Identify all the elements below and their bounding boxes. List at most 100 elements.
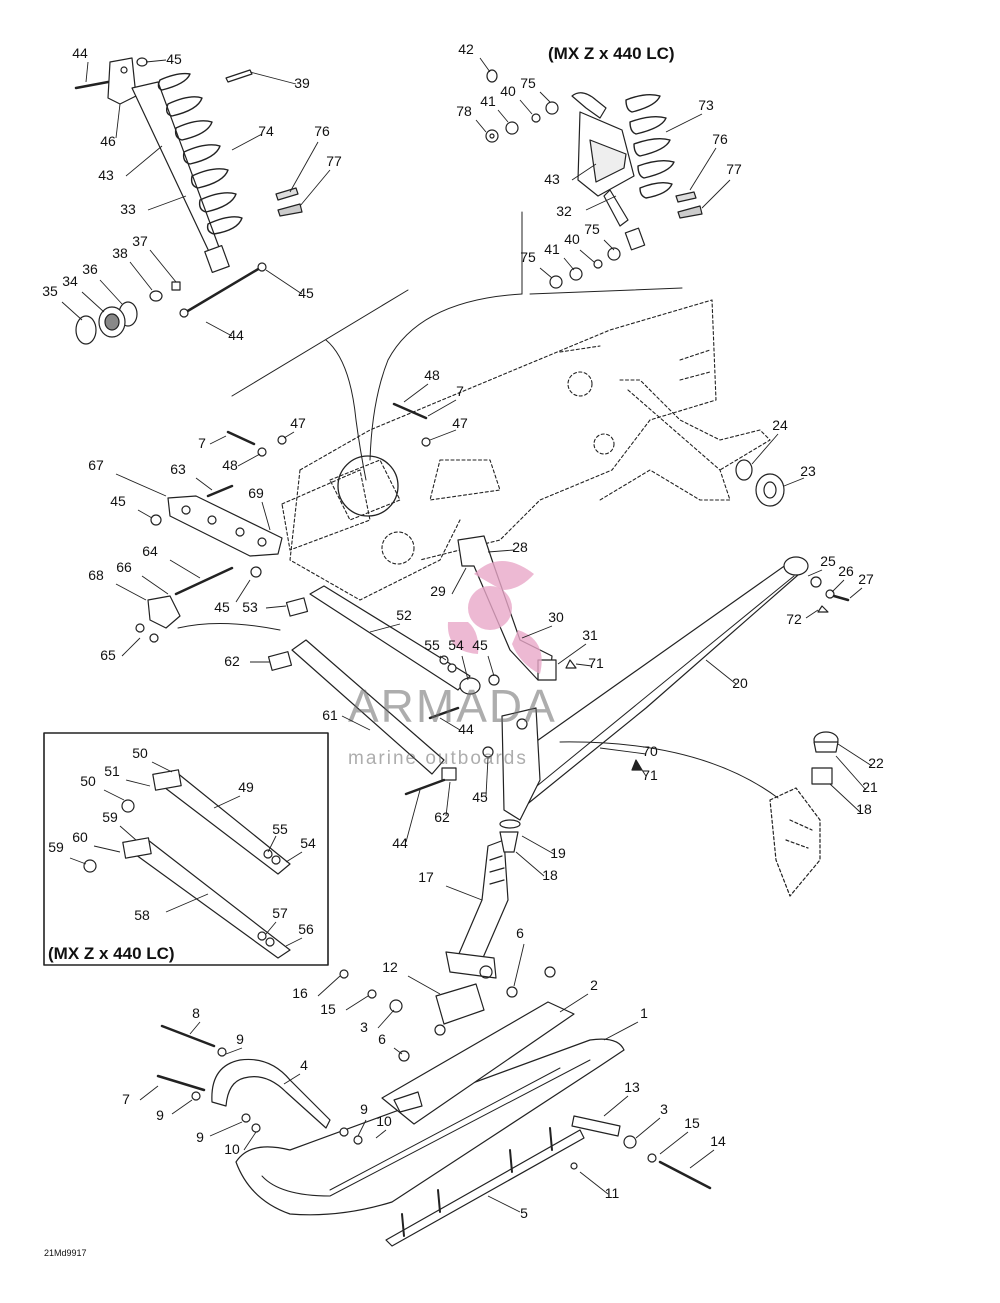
- callout-leader: [69, 857, 87, 865]
- callout-label: 59: [102, 809, 118, 825]
- callout-leader: [445, 781, 451, 817]
- callout-leader: [445, 885, 483, 901]
- callout-label: 56: [298, 921, 314, 937]
- callout-label: 75: [520, 75, 536, 91]
- callout-c76a: 76: [289, 123, 330, 193]
- callout-leader: [659, 1131, 689, 1155]
- callout-c16: 16: [292, 975, 341, 1001]
- callout-leader: [137, 509, 153, 519]
- callout-leader: [99, 279, 123, 305]
- callout-leader: [689, 1149, 715, 1169]
- callout-c47a: 47: [429, 415, 468, 441]
- callout-label: 55: [272, 821, 288, 837]
- callout-c43b: 43: [544, 163, 597, 187]
- callout-c45f: 45: [472, 757, 489, 805]
- callout-label: 8: [192, 1005, 200, 1021]
- assembly-leaders: [231, 211, 683, 481]
- callout-label: 17: [418, 869, 434, 885]
- callout-label: 44: [458, 721, 474, 737]
- callout-c36: 36: [82, 261, 123, 305]
- callout-label: 48: [222, 457, 238, 473]
- callout-leader: [237, 453, 261, 467]
- callout-label: 45: [472, 789, 488, 805]
- callout-label: 62: [434, 809, 450, 825]
- callout-c7a: 7: [427, 383, 464, 417]
- callout-label: 64: [142, 543, 158, 559]
- callout-leader: [377, 1009, 395, 1029]
- callout-c38: 38: [112, 245, 153, 291]
- callout-leader: [487, 1195, 521, 1213]
- callout-leader: [439, 717, 461, 731]
- callout-c11: 11: [579, 1171, 620, 1201]
- callout-c41a: 41: [480, 93, 509, 123]
- callout-leader: [835, 755, 867, 791]
- callout-c50b: 50: [80, 773, 125, 801]
- callout-label: 11: [605, 1185, 620, 1201]
- callout-label: 40: [564, 231, 580, 247]
- callout-leader: [265, 605, 287, 609]
- callout-leader: [205, 321, 233, 337]
- callout-label: 50: [132, 745, 148, 761]
- callout-label: 26: [838, 563, 854, 579]
- callout-c77b: 77: [701, 161, 742, 209]
- callout-label: 61: [322, 707, 338, 723]
- callout-label: 72: [786, 611, 802, 627]
- callout-c4: 4: [283, 1057, 308, 1085]
- suspension-arms: [267, 585, 500, 796]
- callout-label: 44: [72, 45, 88, 61]
- callout-leader: [341, 715, 371, 731]
- callout-c30: 30: [521, 609, 564, 639]
- callout-leader: [805, 609, 819, 619]
- callout-c1: 1: [603, 1005, 648, 1041]
- callout-c69: 69: [248, 485, 271, 531]
- callout-c65: 65: [100, 637, 141, 663]
- callout-leader: [103, 789, 125, 801]
- callout-label: 30: [548, 609, 564, 625]
- callout-c67: 67: [88, 457, 167, 497]
- callout-c77a: 77: [299, 153, 342, 207]
- callout-leader: [249, 71, 297, 85]
- callout-label: 67: [88, 457, 104, 473]
- callout-leader: [209, 1121, 243, 1137]
- callout-leader: [603, 1095, 629, 1117]
- callout-label: 14: [710, 1133, 726, 1149]
- callout-label: 4: [300, 1057, 308, 1073]
- detail-circle: [337, 455, 399, 517]
- callout-leader: [261, 501, 271, 531]
- callout-label: 71: [642, 767, 658, 783]
- bolt-set-upper: [206, 402, 431, 498]
- callout-label: 74: [258, 123, 274, 139]
- callout-label: 50: [80, 773, 96, 789]
- callout-c35: 35: [42, 283, 83, 321]
- callout-c55b: 55: [267, 821, 288, 853]
- callout-c45c: 45: [110, 493, 153, 519]
- callout-c45a: 45: [145, 51, 182, 67]
- callout-c26: 26: [831, 563, 854, 593]
- drawing-code: 21Md9917: [44, 1248, 87, 1258]
- callout-label: 2: [590, 977, 598, 993]
- callout-leader: [265, 269, 303, 295]
- callout-leader: [189, 1021, 201, 1035]
- callout-label: 18: [542, 867, 558, 883]
- callout-leader: [139, 1085, 159, 1101]
- callout-label: 34: [62, 273, 78, 289]
- callout-leader: [783, 477, 805, 487]
- callout-label: 78: [456, 103, 472, 119]
- callout-leader: [145, 59, 167, 63]
- callout-leader: [513, 943, 525, 987]
- callout-c45b: 45: [265, 269, 314, 301]
- callout-leader: [475, 119, 487, 133]
- callout-label: 10: [376, 1113, 392, 1129]
- callout-label: 9: [360, 1101, 368, 1117]
- callout-label: 76: [712, 131, 728, 147]
- callout-c15a: 15: [320, 995, 369, 1017]
- callout-leader: [479, 57, 491, 73]
- callout-leader: [849, 587, 863, 599]
- callout-label: 68: [88, 567, 104, 583]
- callout-c3b: 3: [635, 1101, 668, 1139]
- callout-leader: [115, 583, 147, 601]
- callout-leader: [151, 761, 173, 773]
- callout-c44a: 44: [72, 45, 89, 83]
